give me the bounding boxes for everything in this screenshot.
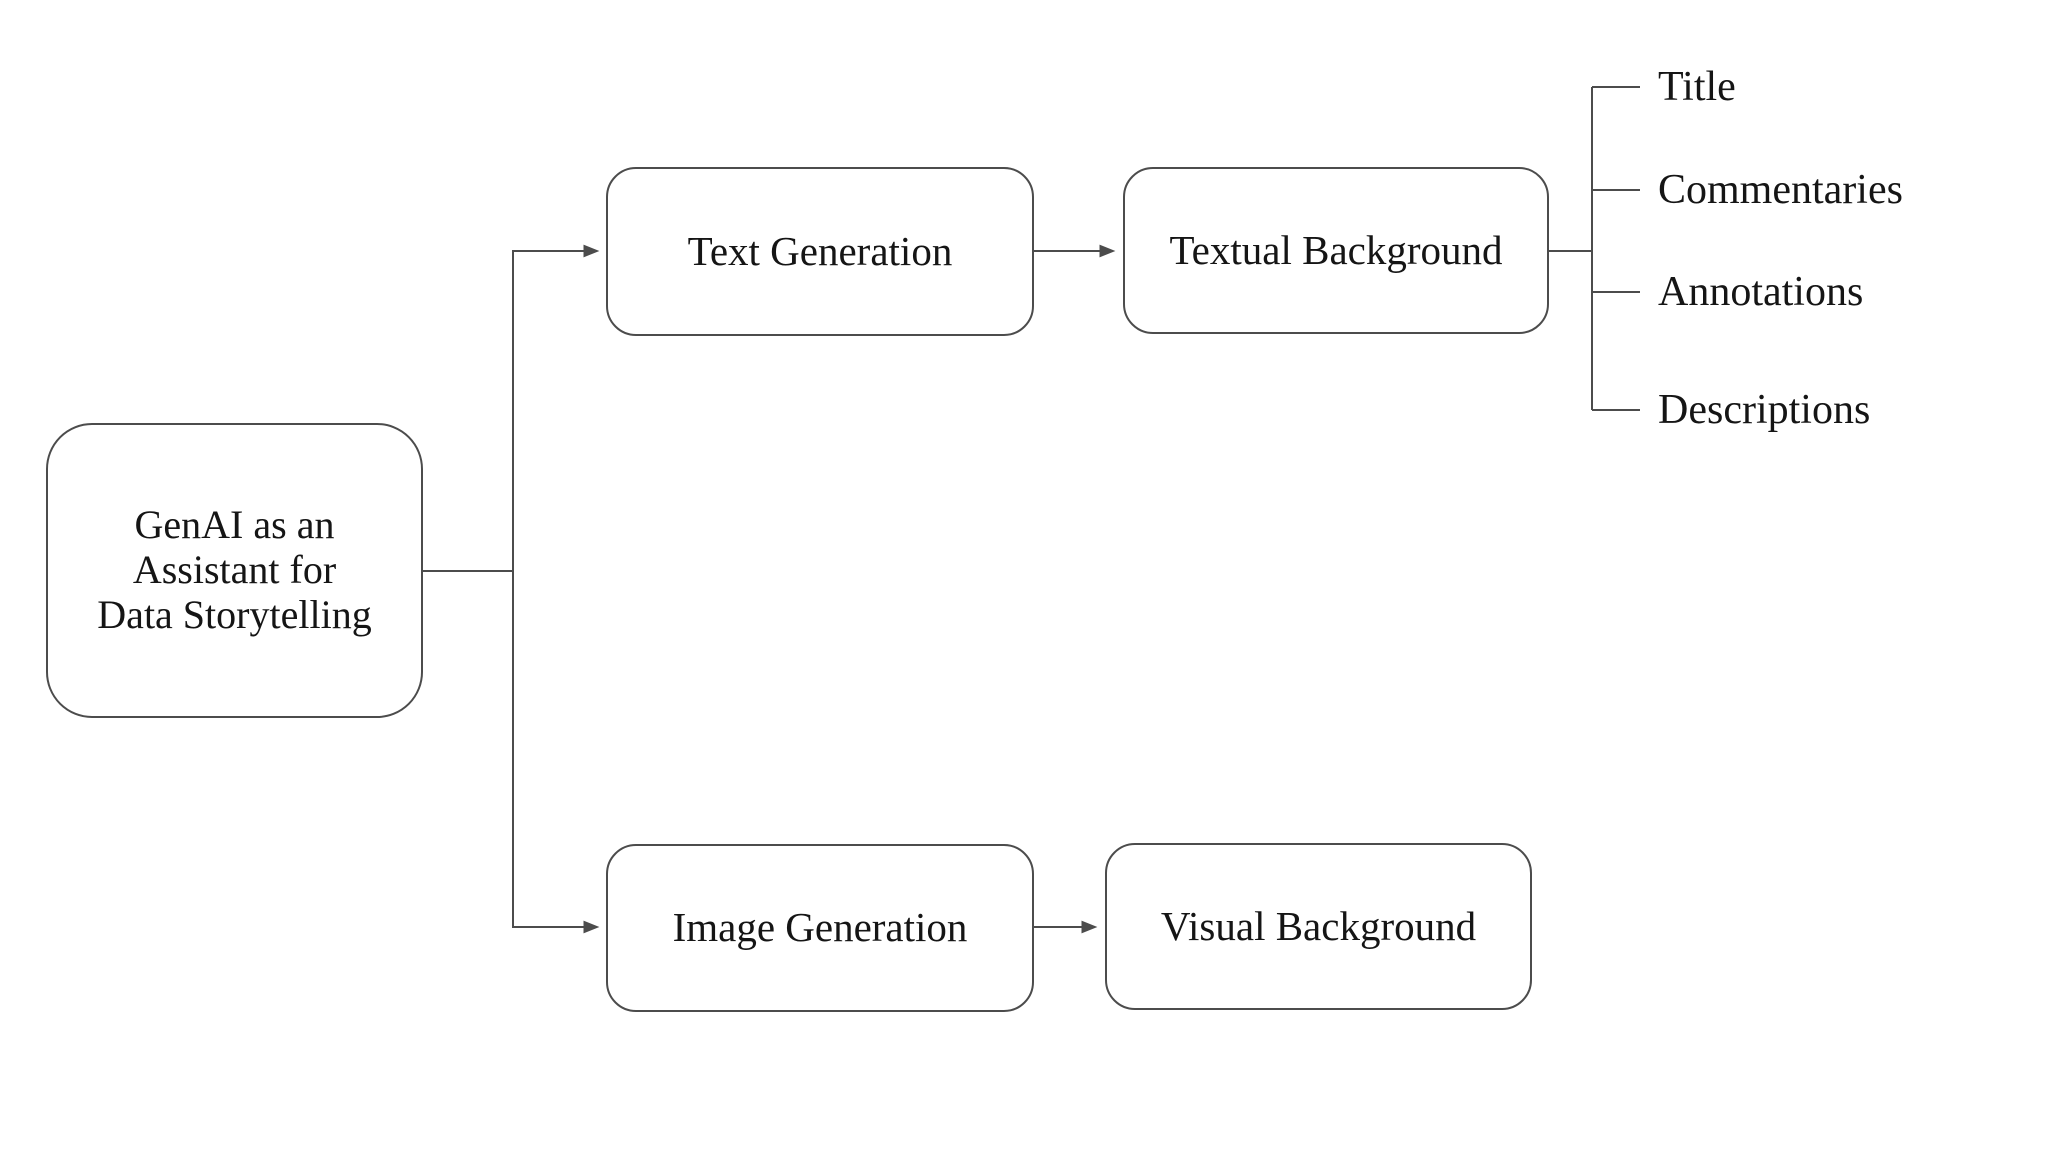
leaf-label-commentaries: Commentaries [1658,167,1903,213]
node-visual-background: Visual Background [1105,843,1532,1010]
node-image-generation-label: Image Generation [672,904,968,951]
edge-root-to-text-generation [423,244,600,572]
node-visual-background-label: Visual Background [1160,902,1477,949]
node-genai-root-label: GenAI as an Assistant for Data Storytell… [97,502,372,637]
node-textual-background-label: Textual Background [1169,226,1503,273]
node-image-generation: Image Generation [606,844,1034,1012]
node-text-generation: Text Generation [606,167,1034,336]
node-text-generation-label: Text Generation [687,227,953,274]
leaf-label-descriptions: Descriptions [1658,387,1871,433]
leaf-label-title: Title [1658,64,1736,110]
node-genai-root: GenAI as an Assistant for Data Storytell… [46,423,423,718]
node-textual-background: Textual Background [1123,167,1549,334]
leaf-label-annotations: Annotations [1658,269,1864,315]
edge-root-to-image-generation [512,571,600,934]
